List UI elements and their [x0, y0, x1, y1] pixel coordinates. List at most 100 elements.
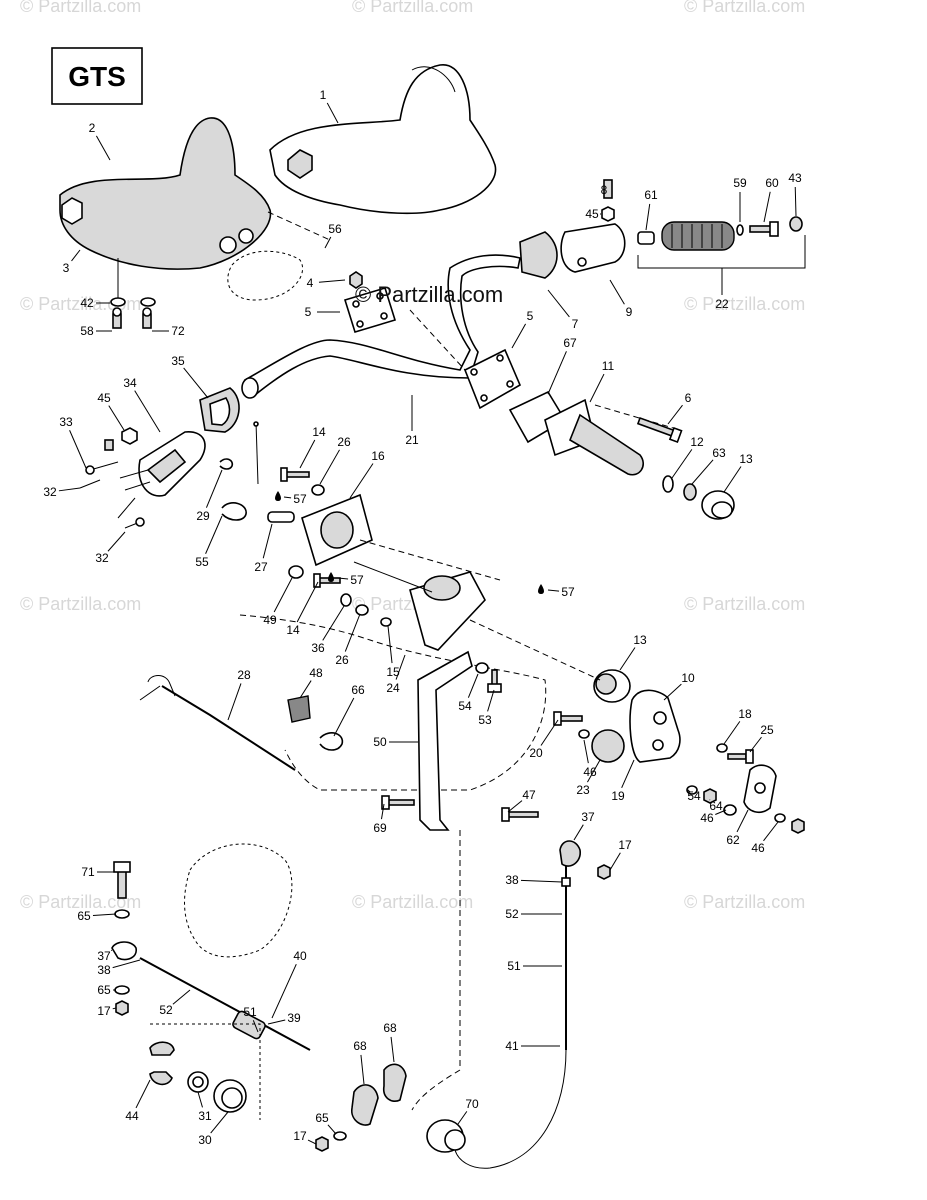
screw-8b — [603, 179, 613, 199]
screw-60 — [749, 221, 779, 237]
dash-line — [359, 539, 501, 581]
handlebar-padding — [269, 64, 497, 215]
callout-leader — [134, 390, 161, 433]
dash-line — [409, 309, 466, 371]
callout-leader — [227, 683, 242, 721]
callout-label: 9 — [626, 305, 633, 319]
bolt-53 — [487, 669, 502, 693]
callout-label: 56 — [328, 222, 342, 236]
callout-label: 28 — [237, 668, 251, 682]
callout-label: 66 — [351, 683, 365, 697]
callout-27: 27 — [254, 523, 273, 574]
callout-18: 18 — [723, 707, 752, 745]
callout-59: 59 — [733, 176, 747, 222]
callout-57: 57 — [337, 573, 364, 587]
callout-47: 47 — [507, 788, 536, 813]
callout-39: 39 — [267, 1011, 301, 1025]
callout-label: 42 — [80, 296, 94, 310]
callout-14: 14 — [299, 425, 326, 469]
callout-label: 24 — [386, 681, 400, 695]
watermark: © Partzilla.com — [352, 892, 473, 912]
washer-12 — [662, 475, 674, 493]
callout-leader — [95, 135, 111, 161]
nut-45b — [601, 206, 615, 222]
callout-label: 57 — [350, 573, 364, 587]
callout-29: 29 — [196, 469, 223, 523]
callout-leader — [327, 1124, 337, 1135]
callout-leader — [107, 531, 126, 552]
steering-arm-10 — [629, 689, 681, 763]
callout-33: 33 — [59, 415, 87, 469]
washer-65c — [333, 1131, 347, 1141]
jet-pump-outline — [184, 843, 293, 958]
callout-leader — [540, 719, 559, 746]
callout-45: 45 — [585, 207, 601, 221]
callout-leader — [691, 459, 714, 485]
callout-57: 57 — [283, 492, 307, 506]
model-badge: GTS — [51, 47, 143, 105]
callout-label: 25 — [760, 723, 774, 737]
ball-joint-37b — [111, 941, 137, 961]
callout-68: 68 — [383, 1021, 397, 1063]
callout-leader — [299, 439, 316, 469]
screw-72 — [142, 307, 152, 329]
callout-leader — [723, 721, 741, 745]
callout-label: 34 — [123, 376, 137, 390]
sleeve-30 — [213, 1079, 247, 1113]
callout-label: 30 — [198, 1133, 212, 1147]
callout-label: 2 — [89, 121, 96, 135]
callout-leader — [511, 323, 527, 349]
callout-8: 8 — [601, 183, 608, 197]
callout-46: 46 — [700, 809, 727, 825]
callout-44: 44 — [125, 1079, 151, 1123]
callout-label: 67 — [563, 336, 577, 350]
bolt-71 — [113, 861, 131, 899]
bracket-50 — [417, 650, 473, 831]
callout-leader — [267, 1019, 286, 1025]
watermark: © Partzilla.com — [684, 892, 805, 912]
callout-leader — [467, 673, 479, 698]
callout-label: 5 — [305, 305, 312, 319]
column-support-16 — [301, 493, 373, 567]
clamp-5a — [343, 287, 397, 333]
callout-6: 6 — [667, 391, 692, 425]
grommet-70 — [426, 1119, 466, 1153]
callout-label: 62 — [726, 833, 740, 847]
callout-24: 24 — [386, 654, 406, 695]
callout-label: 38 — [97, 963, 111, 977]
callout-leader — [324, 236, 332, 249]
callout-leader — [687, 789, 691, 793]
callout-64: 64 — [709, 799, 723, 813]
callout-label: 14 — [312, 425, 326, 439]
bushing-13a — [701, 490, 735, 520]
callout-leader — [296, 581, 319, 623]
watermark-main: © Partzilla.com — [355, 282, 503, 307]
callout-label: 19 — [611, 789, 625, 803]
callout-11: 11 — [589, 359, 615, 403]
callout-leader — [547, 589, 560, 592]
callout-label: 4 — [307, 276, 314, 290]
callout-leader — [283, 496, 292, 499]
callout-label: 68 — [383, 1021, 397, 1035]
callout-label: 11 — [602, 359, 615, 373]
callout-label: 18 — [738, 707, 752, 721]
callout-leader — [380, 803, 385, 820]
washer-46c — [774, 813, 786, 823]
callout-60: 60 — [763, 176, 779, 223]
washer-63 — [683, 483, 697, 501]
washer-65b — [114, 985, 130, 995]
callout-21: 21 — [405, 395, 419, 447]
callout-38: 38 — [505, 873, 563, 887]
callout-label: 8 — [601, 183, 608, 197]
callout-32: 32 — [43, 485, 81, 499]
callout-label: 46 — [700, 811, 714, 825]
callout-leader — [390, 1036, 395, 1063]
callout-label: 6 — [685, 391, 692, 405]
callout-leader — [318, 279, 346, 283]
callout-label: 58 — [80, 324, 94, 338]
callout-label: 64 — [709, 799, 723, 813]
callout-label: 65 — [315, 1111, 329, 1125]
callout-10: 10 — [663, 671, 695, 701]
callout-label: 47 — [522, 788, 536, 802]
callout-22: 22 — [715, 292, 729, 311]
